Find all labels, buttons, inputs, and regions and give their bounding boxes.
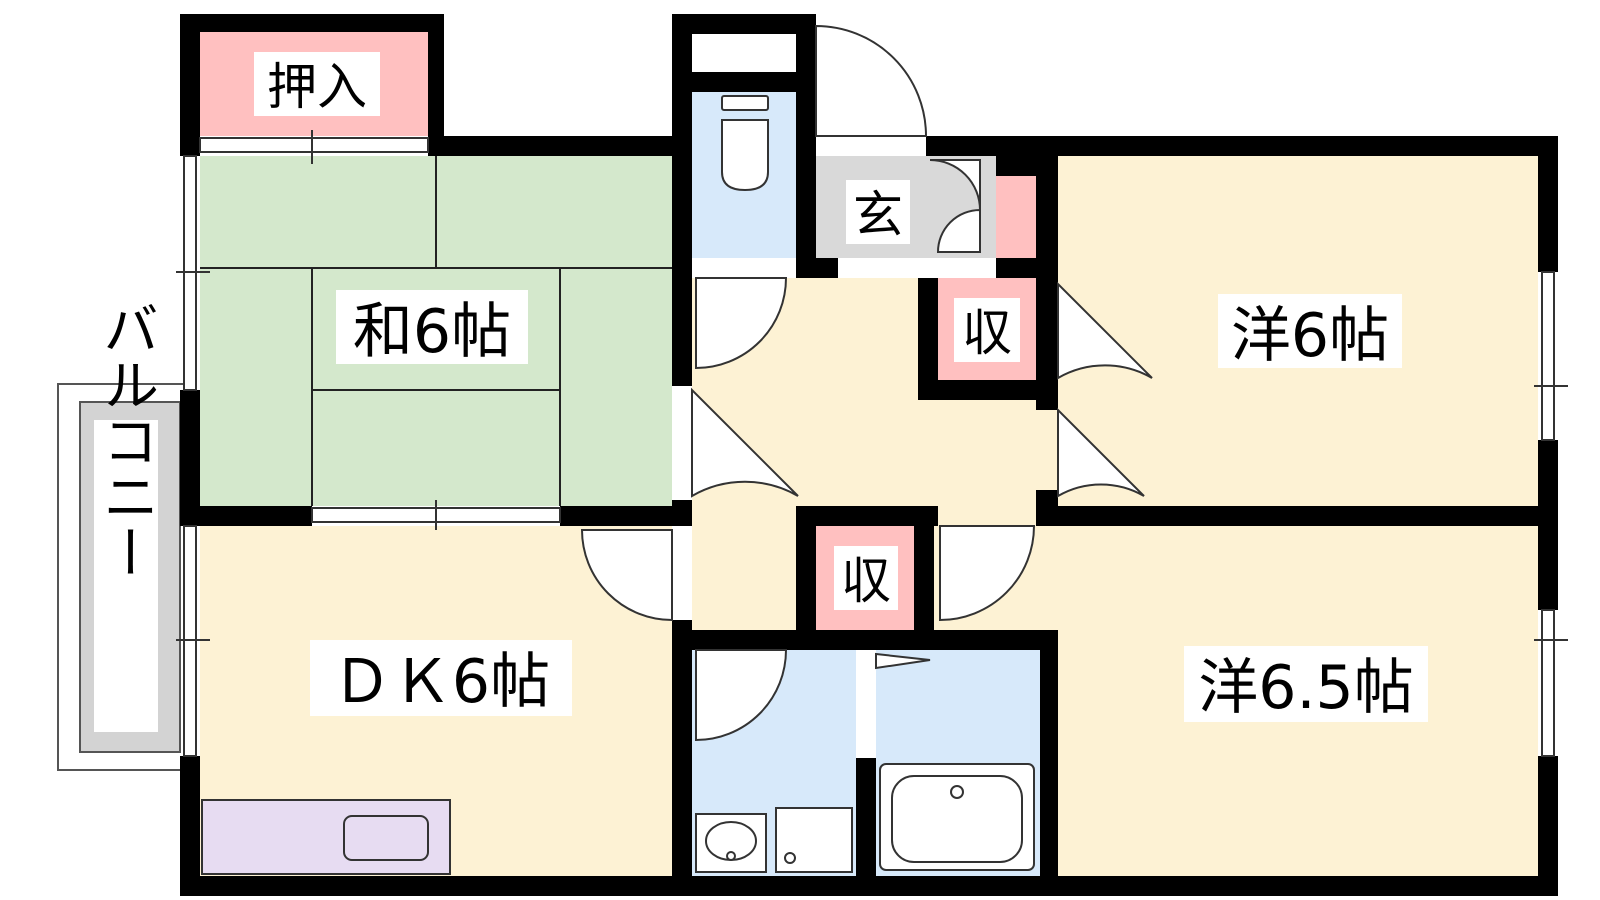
closet-2-label: 収 (841, 552, 891, 610)
yo6-label: 洋6帖 (1231, 301, 1389, 371)
closet-1-label-group: 収 (954, 298, 1020, 362)
dk-label: ＤＫ6帖 (332, 647, 550, 717)
toilet-icon (721, 95, 769, 192)
genkan-label-group: 玄 (846, 180, 910, 244)
door-swings (580, 24, 1153, 742)
dk-label-group: ＤＫ6帖 (310, 640, 572, 717)
tatami-lines (200, 156, 672, 506)
closet-1-label: 収 (962, 304, 1012, 362)
washitsu-label: 和6帖 (353, 297, 511, 367)
yo65-label-group: 洋6.5帖 (1184, 646, 1428, 723)
washer-space (775, 807, 853, 873)
sink-icon (343, 815, 429, 861)
ventilation-mark (875, 652, 931, 670)
oshiire-label: 押入 (267, 58, 367, 116)
kitchen-counter (201, 799, 451, 875)
yo6-label-group: 洋6帖 (1218, 294, 1402, 371)
window-ticks (176, 130, 1568, 641)
bathtub-icon (879, 763, 1035, 871)
balcony (57, 383, 185, 771)
washbasin-icon (695, 813, 767, 873)
balcony-label: バルコニー (94, 300, 159, 580)
yo65-label: 洋6.5帖 (1198, 653, 1413, 723)
walls (180, 14, 1558, 896)
genkan-label: 玄 (853, 186, 903, 244)
washitsu-label-group: 和6帖 (336, 290, 528, 367)
closet-2-label-group: 収 (834, 546, 898, 610)
oshiire-label-group: 押入 (254, 52, 380, 116)
